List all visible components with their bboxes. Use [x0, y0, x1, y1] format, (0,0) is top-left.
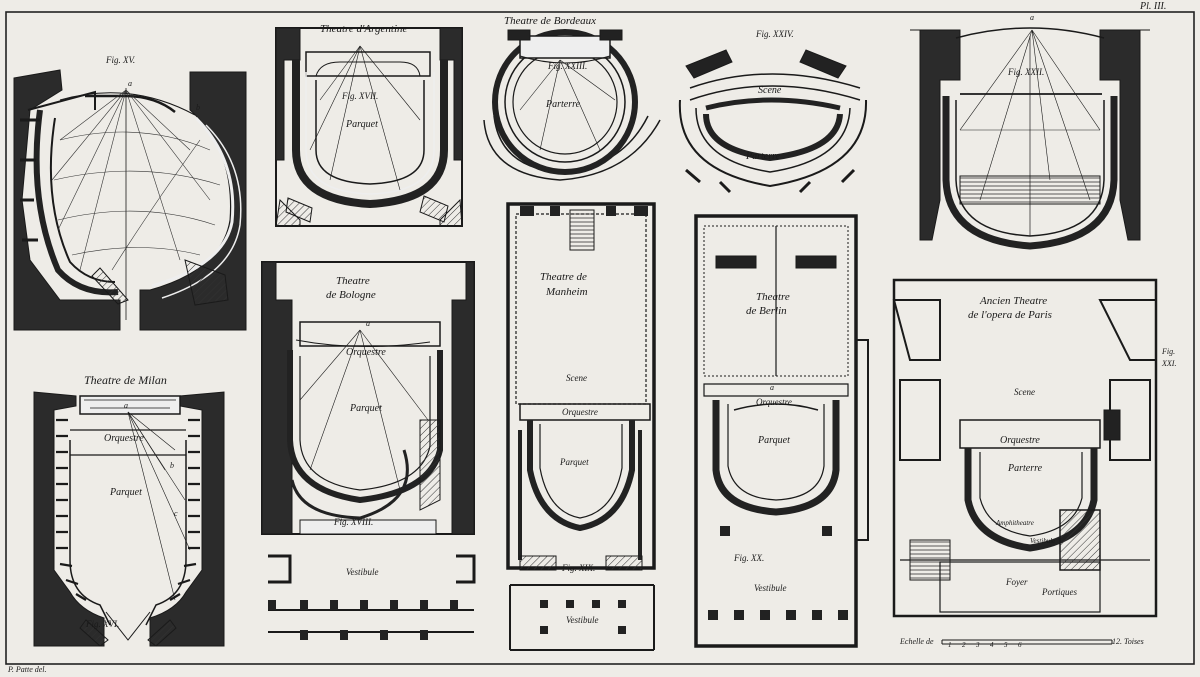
bologne-parterre-label: Parquet — [350, 403, 382, 414]
milan-mark-b: b — [170, 461, 174, 470]
bordeaux-fig-label: Fig. XXIII. — [548, 61, 588, 71]
manheim-plan — [506, 202, 656, 651]
paris-portiques-label: Portiques — [1042, 587, 1077, 597]
argentine-plan — [275, 27, 463, 227]
berlin-fig-label: Fig. XX. — [734, 553, 765, 563]
paris-scene-label: Scene — [1014, 387, 1035, 397]
fig22-label: Fig. XXII. — [1008, 67, 1045, 77]
fig15-mark-b: b — [196, 103, 200, 112]
bologne-title-line1: Theatre — [336, 275, 370, 287]
bordeaux-title: Theatre de Bordeaux — [504, 15, 597, 27]
scale-bar — [941, 639, 1113, 645]
paris-foyer-label: Foyer — [1006, 577, 1028, 587]
plate-border — [5, 11, 1195, 665]
manheim-title-line1: Theatre de — [540, 271, 587, 283]
berlin-title-line1: Theatre — [756, 291, 790, 303]
milan-mark-c: c — [174, 509, 178, 518]
scale-number-6: 6 — [1018, 641, 1022, 649]
milan-mark-a: a — [124, 401, 128, 410]
berlin-vestibule-label: Vestibule — [754, 583, 787, 593]
paris-title-line2: de l'opera de Paris — [968, 309, 1052, 321]
paris-amphitheatre-label: Amphitheatre — [996, 519, 1034, 527]
manheim-parterre-label: Parquet — [560, 457, 589, 467]
bordeaux-parterre-label: Parterre — [546, 99, 581, 110]
manheim-vestibule-label: Vestibule — [566, 615, 599, 625]
engraver-credit: P. Patte del. — [8, 665, 47, 674]
plate-number: Pl. III. — [1140, 1, 1167, 12]
fig24-parterre-label: Parterre — [746, 151, 781, 162]
manheim-fig-label: Fig. XIX. — [562, 563, 596, 573]
fig22-mark-a: a — [1030, 13, 1034, 22]
scale-number-1: 1 — [948, 641, 952, 649]
paris-title-line1: Ancien Theatre — [980, 295, 1048, 307]
fig15-label: Fig. XV. — [106, 55, 136, 65]
scale-number-5: 5 — [1004, 641, 1008, 649]
paris-parterre-label: Parterre — [1008, 463, 1043, 474]
paris-fig-label-line1: Fig. — [1162, 347, 1176, 356]
milan-plan — [33, 391, 225, 647]
berlin-title-line2: de Berlin — [746, 305, 787, 317]
paris-vestibule-label: Vestibule — [1030, 537, 1056, 545]
argentine-parterre-label: Parquet — [346, 119, 378, 130]
scale-number-4: 4 — [990, 641, 994, 649]
berlin-orchestra-label: Orquestre — [756, 397, 792, 407]
milan-orchestra-label: Orquestre — [104, 433, 144, 444]
fig24-label: Fig. XXIV. — [756, 29, 794, 39]
bologne-vestibule-label: Vestibule — [346, 567, 379, 577]
scale-number-3: 3 — [976, 641, 980, 649]
fig15-mark-a: a — [128, 79, 132, 88]
bologne-title-line2: de Bologne — [326, 289, 376, 301]
milan-parterre-label: Parquet — [110, 487, 142, 498]
berlin-plan — [694, 214, 869, 648]
fig24-scene-label: Scene — [758, 85, 782, 96]
scale-unit: 12. Toises — [1112, 637, 1144, 646]
bologne-mark-a: a — [366, 319, 370, 328]
bologne-orchestra-label: Orquestre — [346, 347, 386, 358]
milan-fig-label: Fig. XVI. — [86, 619, 120, 629]
berlin-parterre-label: Parquet — [758, 435, 790, 446]
paris-fig-label-line2: XXI. — [1162, 359, 1177, 368]
milan-title: Theatre de Milan — [84, 373, 167, 387]
bordeaux-plan — [483, 29, 661, 181]
manheim-title-line2: Manheim — [546, 286, 588, 298]
manheim-scene-label: Scene — [566, 373, 587, 383]
manheim-orchestra-label: Orquestre — [562, 407, 598, 417]
scale-number-2: 2 — [962, 641, 966, 649]
berlin-mark-a: a — [770, 383, 774, 392]
fig24-plan — [678, 49, 868, 194]
fig15-plan — [13, 69, 247, 331]
scale-label: Echelle de — [900, 637, 934, 646]
bologne-plan — [261, 261, 476, 640]
bologne-fig-label: Fig. XVIII. — [334, 517, 374, 527]
paris-plan — [892, 278, 1158, 618]
fig22-plan — [910, 27, 1150, 250]
paris-orchestra-label: Orquestre — [1000, 435, 1040, 446]
argentine-fig-label: Fig. XVII. — [342, 91, 379, 101]
argentine-title: Theatre d'Argentine — [320, 23, 408, 35]
